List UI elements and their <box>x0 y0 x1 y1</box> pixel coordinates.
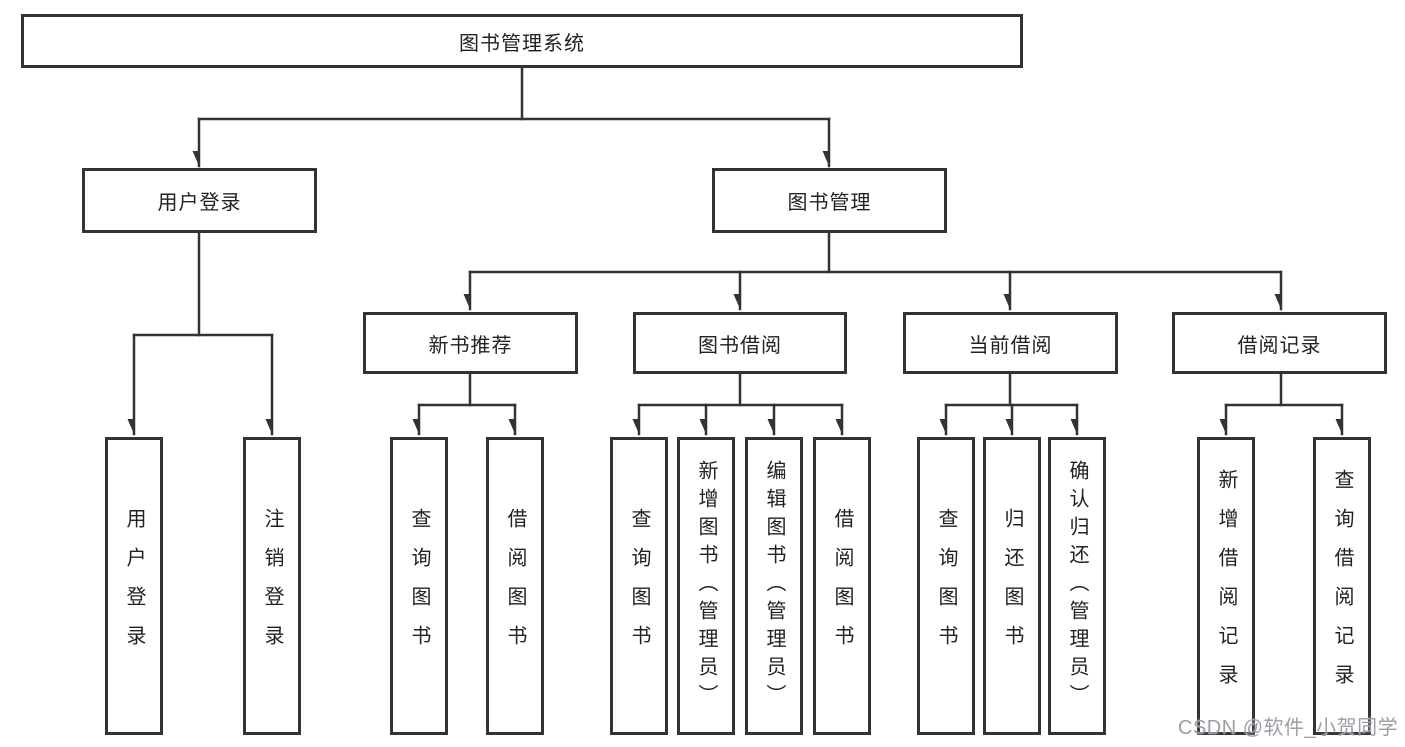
node-book-borrow: 图书借阅 <box>633 312 847 374</box>
leaf-current-query-book: 查询图书 <box>917 437 975 735</box>
leaf-user-login: 用户登录 <box>105 437 163 735</box>
leaf-current-return-book: 归还图书 <box>983 437 1041 735</box>
node-library-system: 图书管理系统 <box>21 14 1023 68</box>
leaf-logout: 注销登录 <box>243 437 301 735</box>
node-book-management: 图书管理 <box>712 168 947 233</box>
leaf-borrow-edit-book-admin: 编辑图书（管理员） <box>745 437 803 735</box>
leaf-borrow-borrow-book: 借阅图书 <box>813 437 871 735</box>
leaf-record-query-record: 查询借阅记录 <box>1313 437 1371 735</box>
node-new-book-recommend: 新书推荐 <box>363 312 578 374</box>
leaf-current-confirm-return-admin: 确认归还（管理员） <box>1048 437 1106 735</box>
node-current-borrow: 当前借阅 <box>903 312 1118 374</box>
leaf-borrow-query-book: 查询图书 <box>610 437 668 735</box>
node-user-login: 用户登录 <box>82 168 317 233</box>
node-borrow-record: 借阅记录 <box>1172 312 1387 374</box>
leaf-record-add-record: 新增借阅记录 <box>1197 437 1255 735</box>
leaf-recommend-query-book: 查询图书 <box>390 437 448 735</box>
leaf-borrow-add-book-admin: 新增图书（管理员） <box>677 437 735 735</box>
csdn-watermark: CSDN @软件_小贺同学 <box>1178 717 1399 739</box>
leaf-recommend-borrow-book: 借阅图书 <box>486 437 544 735</box>
